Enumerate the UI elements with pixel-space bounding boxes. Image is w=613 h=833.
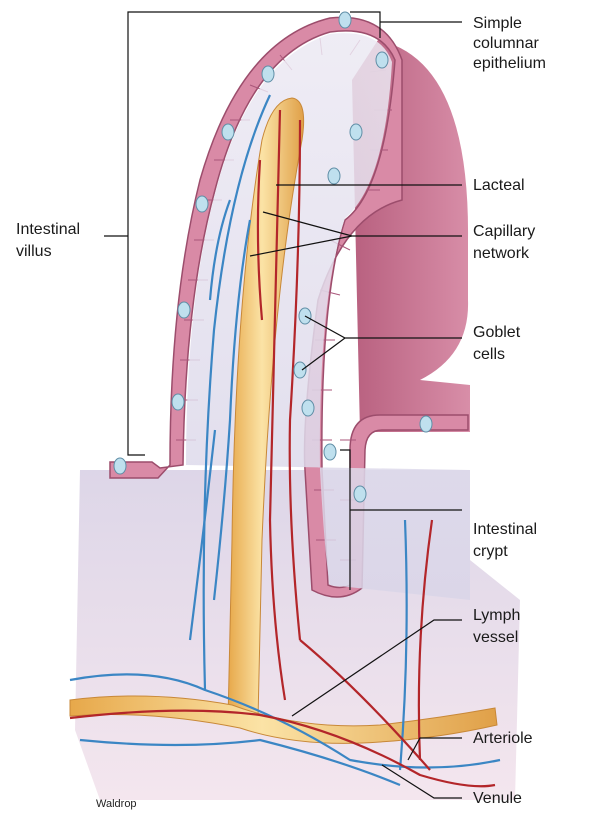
label-line: crypt — [473, 543, 508, 560]
label-line: Venule — [473, 790, 522, 807]
label-line: Intestinal — [16, 221, 80, 238]
label-simple-columnar-epithelium: Simple columnar epithelium — [473, 15, 546, 72]
label-line: Intestinal — [473, 521, 537, 538]
label-capillary-network: Capillary network — [473, 223, 535, 262]
label-line: Goblet — [473, 324, 521, 341]
label-line: cells — [473, 346, 505, 363]
label-line: Capillary — [473, 223, 535, 240]
label-line: epithelium — [473, 55, 546, 72]
label-intestinal-crypt: Intestinal crypt — [473, 521, 537, 560]
label-goblet-cells: Goblet cells — [473, 324, 521, 363]
label-line: network — [473, 245, 530, 262]
label-arteriole: Arteriole — [473, 730, 533, 747]
label-line: columnar — [473, 35, 539, 52]
label-line: Simple — [473, 15, 522, 32]
illustrator-credit: Waldrop — [96, 798, 137, 810]
label-line: Lacteal — [473, 177, 525, 194]
label-intestinal-villus: Intestinal villus — [16, 221, 80, 260]
label-lacteal: Lacteal — [473, 177, 525, 194]
label-venule: Venule — [473, 790, 522, 807]
label-line: Arteriole — [473, 730, 533, 747]
label-line: vessel — [473, 629, 518, 646]
label-line: villus — [16, 243, 52, 260]
label-line: Lymph — [473, 607, 520, 624]
